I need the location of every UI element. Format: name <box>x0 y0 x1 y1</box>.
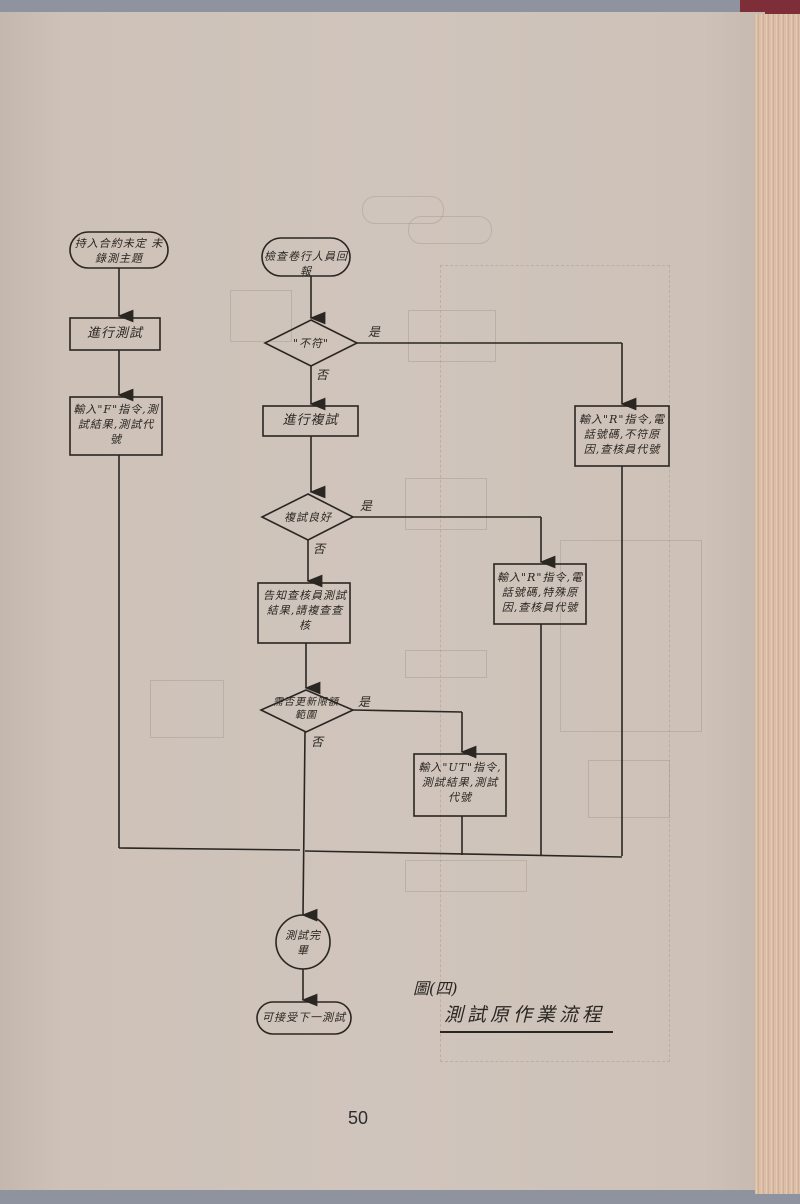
bleed-through-shape <box>588 760 670 818</box>
notify-text: 告知查核員測試結果,請複查查核 <box>263 589 347 632</box>
update-output-box <box>413 753 507 817</box>
mismatch-output-text: 輸入"R"指令,電話號碼,不符原因,查核員代號 <box>579 413 665 456</box>
connector <box>352 709 463 713</box>
yes-label: 是 <box>360 499 373 513</box>
bleed-through-shape <box>408 216 492 244</box>
bleed-through-shape <box>440 265 670 1062</box>
retest-ok-output-text: 輸入"R"指令,電話號碼,特殊原因,查核員代號 <box>497 571 583 614</box>
merge-line-right <box>304 850 623 858</box>
left-output-box <box>69 396 163 456</box>
no-label: 否 <box>313 542 326 556</box>
left-output-text: 輸入"F"指令,測試結果,測試代號 <box>73 403 159 446</box>
bleed-through-shape <box>405 478 487 530</box>
end-terminal-text: 可接受下一測試 <box>262 1011 346 1024</box>
decision-retest-text: 複試良好 <box>284 511 332 524</box>
bleed-through-shape <box>362 196 444 224</box>
yes-label: 是 <box>368 325 381 339</box>
bleed-through-shape <box>150 680 224 738</box>
figure-title: 測試原作業流程 <box>440 1000 614 1033</box>
page-number: 50 <box>348 1108 369 1128</box>
merge-line-left <box>118 847 301 851</box>
bleed-through-shape <box>405 860 527 892</box>
decision-update-range <box>259 689 355 733</box>
retest-ok-output-box <box>493 563 587 625</box>
bleed-through-shape <box>405 650 487 678</box>
bleed-through-shape <box>230 290 292 342</box>
yes-label: 是 <box>358 695 371 709</box>
end-circle-text: 測試完畢 <box>285 929 321 957</box>
figure-number: 圖(四) <box>413 979 458 998</box>
retest-text: 進行複試 <box>282 413 339 428</box>
no-label: 否 <box>316 368 329 382</box>
decision-mismatch-text: "不符" <box>292 337 330 350</box>
page-edges <box>755 14 800 1194</box>
end-terminal <box>256 1001 352 1035</box>
main-start-terminal <box>261 237 351 277</box>
decision-update-text: 需否更新限額範圍 <box>273 697 339 721</box>
connector <box>301 731 318 922</box>
update-output-text: 輸入"UT"指令,測試結果,測試代號 <box>418 761 502 804</box>
bleed-through-shape <box>560 540 702 732</box>
main-start-text: 檢查卷行人員回報 <box>264 250 348 278</box>
notify-box <box>257 582 351 644</box>
no-label: 否 <box>311 735 324 749</box>
bleed-through-shape <box>408 310 496 362</box>
left-start-text: 持入合約未定 未錄測主題 <box>74 237 164 265</box>
book-page <box>0 12 765 1190</box>
left-process-text: 進行測試 <box>86 326 143 341</box>
left-process-box <box>69 317 161 351</box>
